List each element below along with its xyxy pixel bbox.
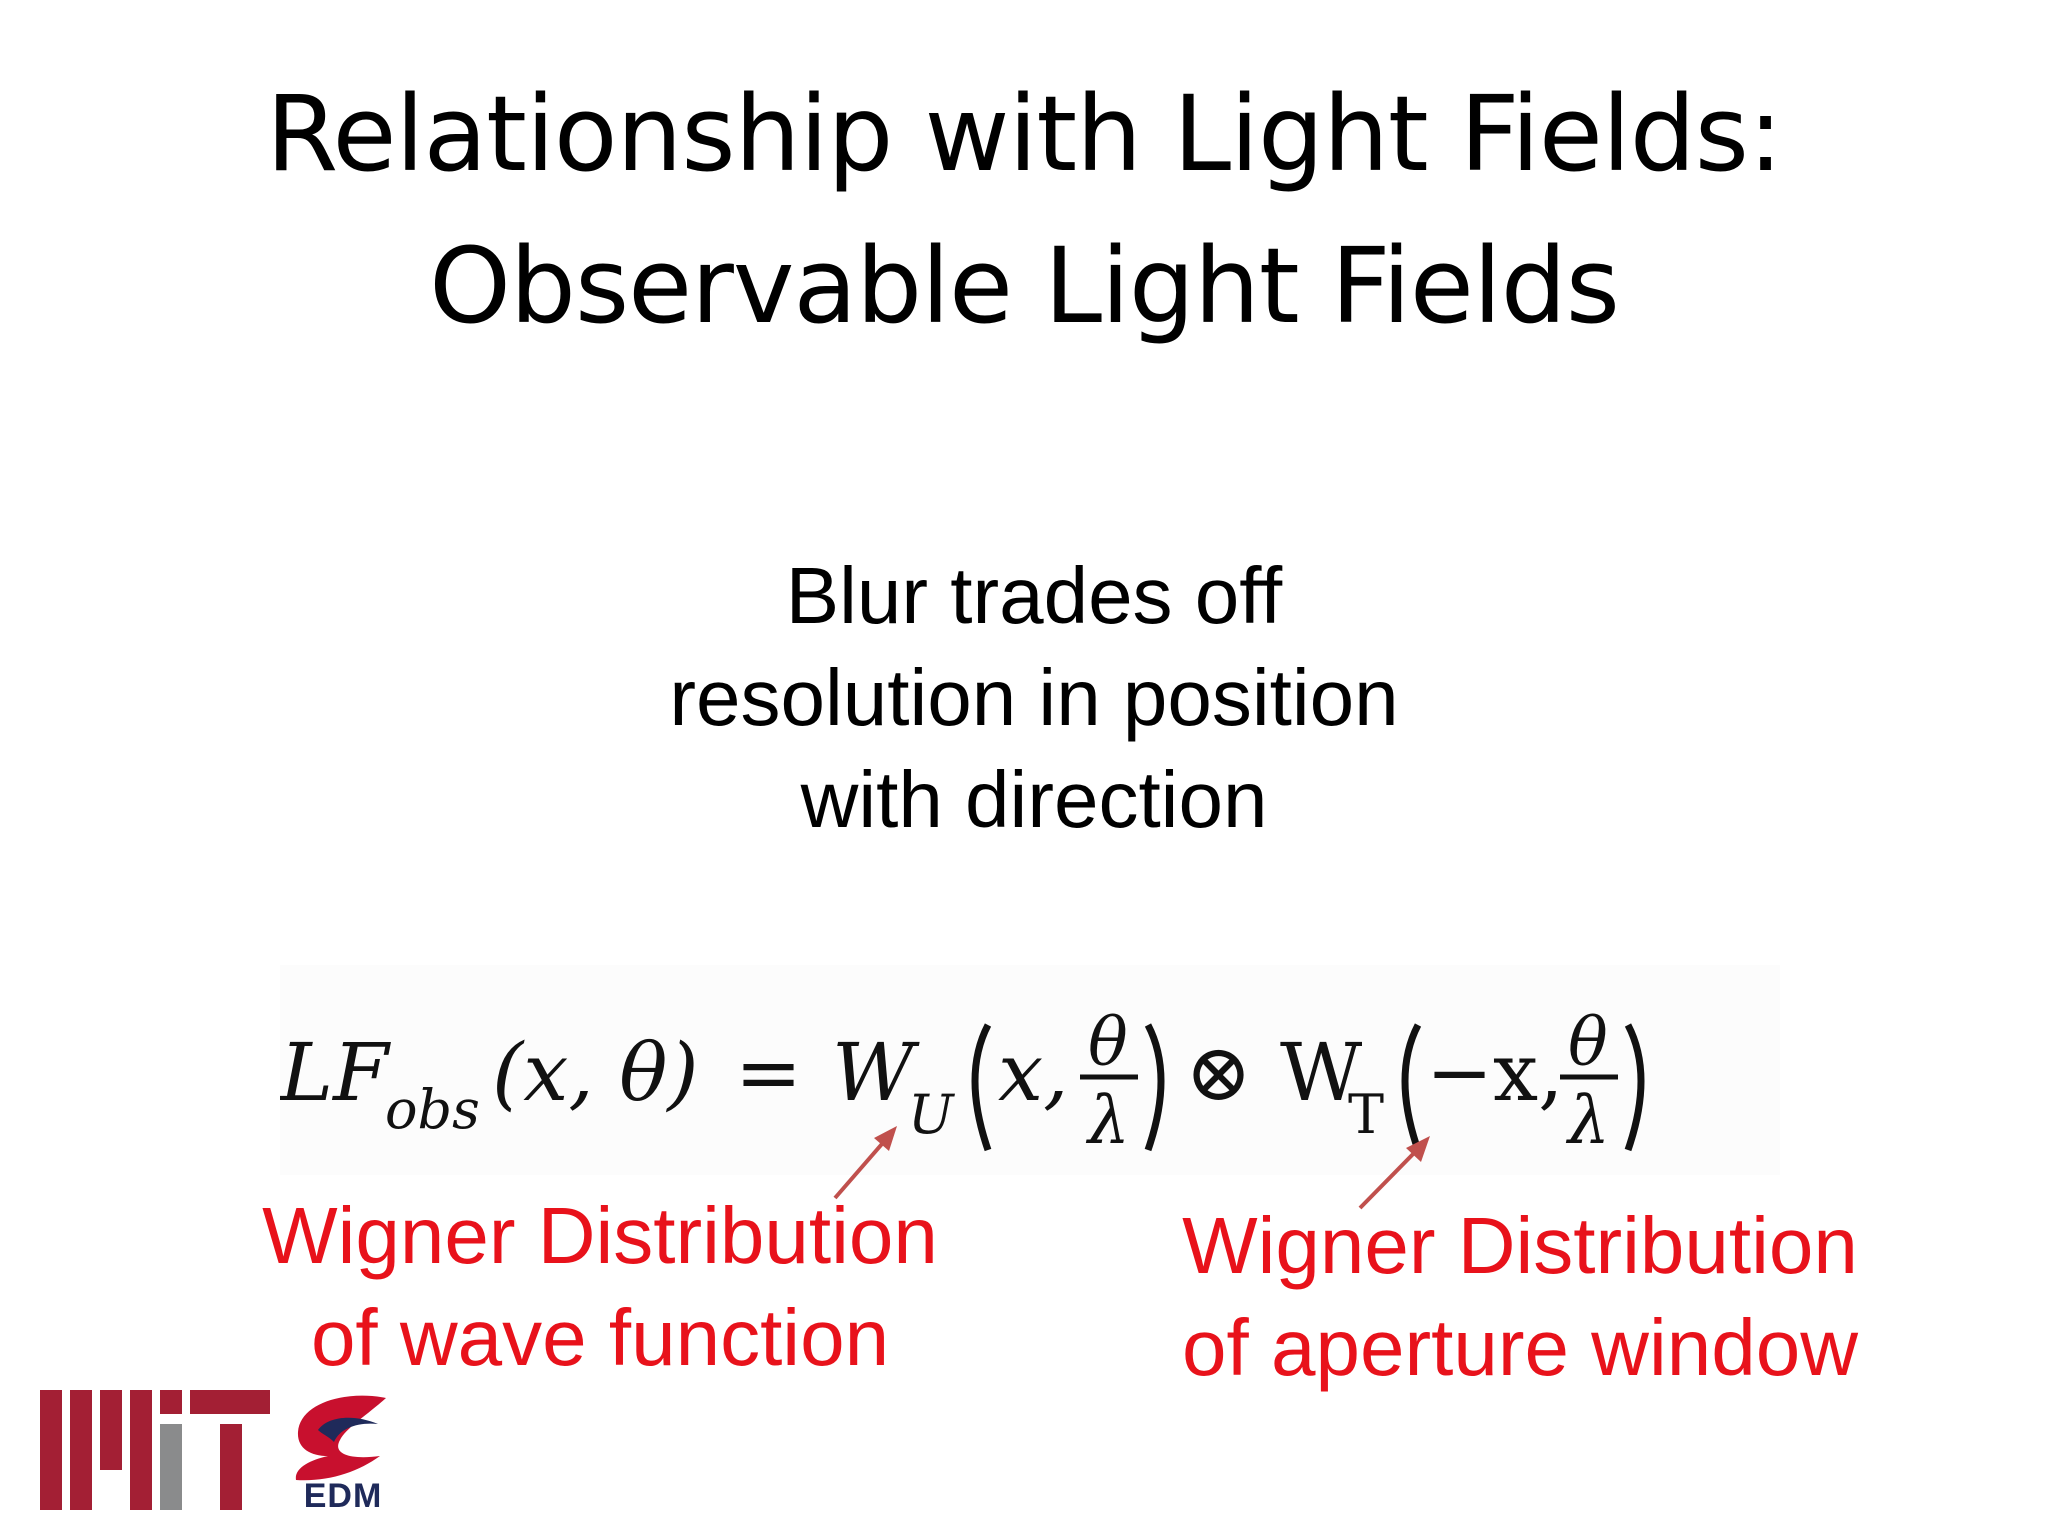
eq-paren-close-2 [1624,1023,1645,1152]
annotation-right-line-1: Wigner Distribution [1182,1201,1858,1290]
equation-svg: LF obs (x, θ) = W U x, θ λ ⊗ W T −x, θ λ [278,1004,1645,1159]
slide-title: Relationship with Light Fields: Observab… [0,58,2048,362]
equation: LF obs (x, θ) = W U x, θ λ ⊗ W T −x, θ λ [278,965,1780,1175]
eq-lhs-main: LF [280,1026,391,1119]
eq-lhs-args: (x, θ) [492,1026,699,1119]
eq-w1: W [832,1026,920,1119]
mit-logo [40,1390,270,1510]
title-line-2: Observable Light Fields [429,225,1620,347]
eq-w1-frac-den: λ [1085,1082,1130,1159]
eq-w2-x: −x, [1426,1026,1564,1119]
body-line-1: Blur trades off [785,551,1283,640]
body-line-3: with direction [800,755,1268,844]
eq-w1-x: x, [998,1026,1069,1119]
eq-operator: ⊗ [1185,1026,1252,1119]
eq-paren-open-1 [971,1023,992,1152]
edm-logo [295,1395,386,1481]
annotation-left-line-1: Wigner Distribution [262,1191,938,1280]
eq-w2-sub: T [1348,1083,1384,1146]
eq-w1-frac-num: θ [1088,1004,1128,1081]
annotation-left-line-2: of wave function [310,1293,890,1382]
eq-w2: W [1280,1026,1362,1119]
eq-paren-open-2 [1401,1023,1422,1152]
annotation-aperture-window: Wigner Distribution of aperture window [1160,1195,1880,1399]
annotation-wave-function: Wigner Distribution of wave function [240,1185,960,1389]
body-text: Blur trades off resolution in position w… [0,545,2048,851]
eq-w2-frac-num: θ [1568,1004,1608,1081]
edm-logo-text: EDM [303,1477,383,1515]
eq-lhs-sub: obs [385,1078,480,1141]
eq-paren-close-1 [1144,1023,1165,1152]
body-line-2: resolution in position [669,653,1399,742]
eq-w1-sub: U [908,1083,955,1146]
eq-equals: = [735,1026,802,1119]
title-line-1: Relationship with Light Fields: [265,73,1783,195]
annotation-right-line-2: of aperture window [1182,1303,1858,1392]
eq-w2-frac-den: λ [1565,1082,1610,1159]
